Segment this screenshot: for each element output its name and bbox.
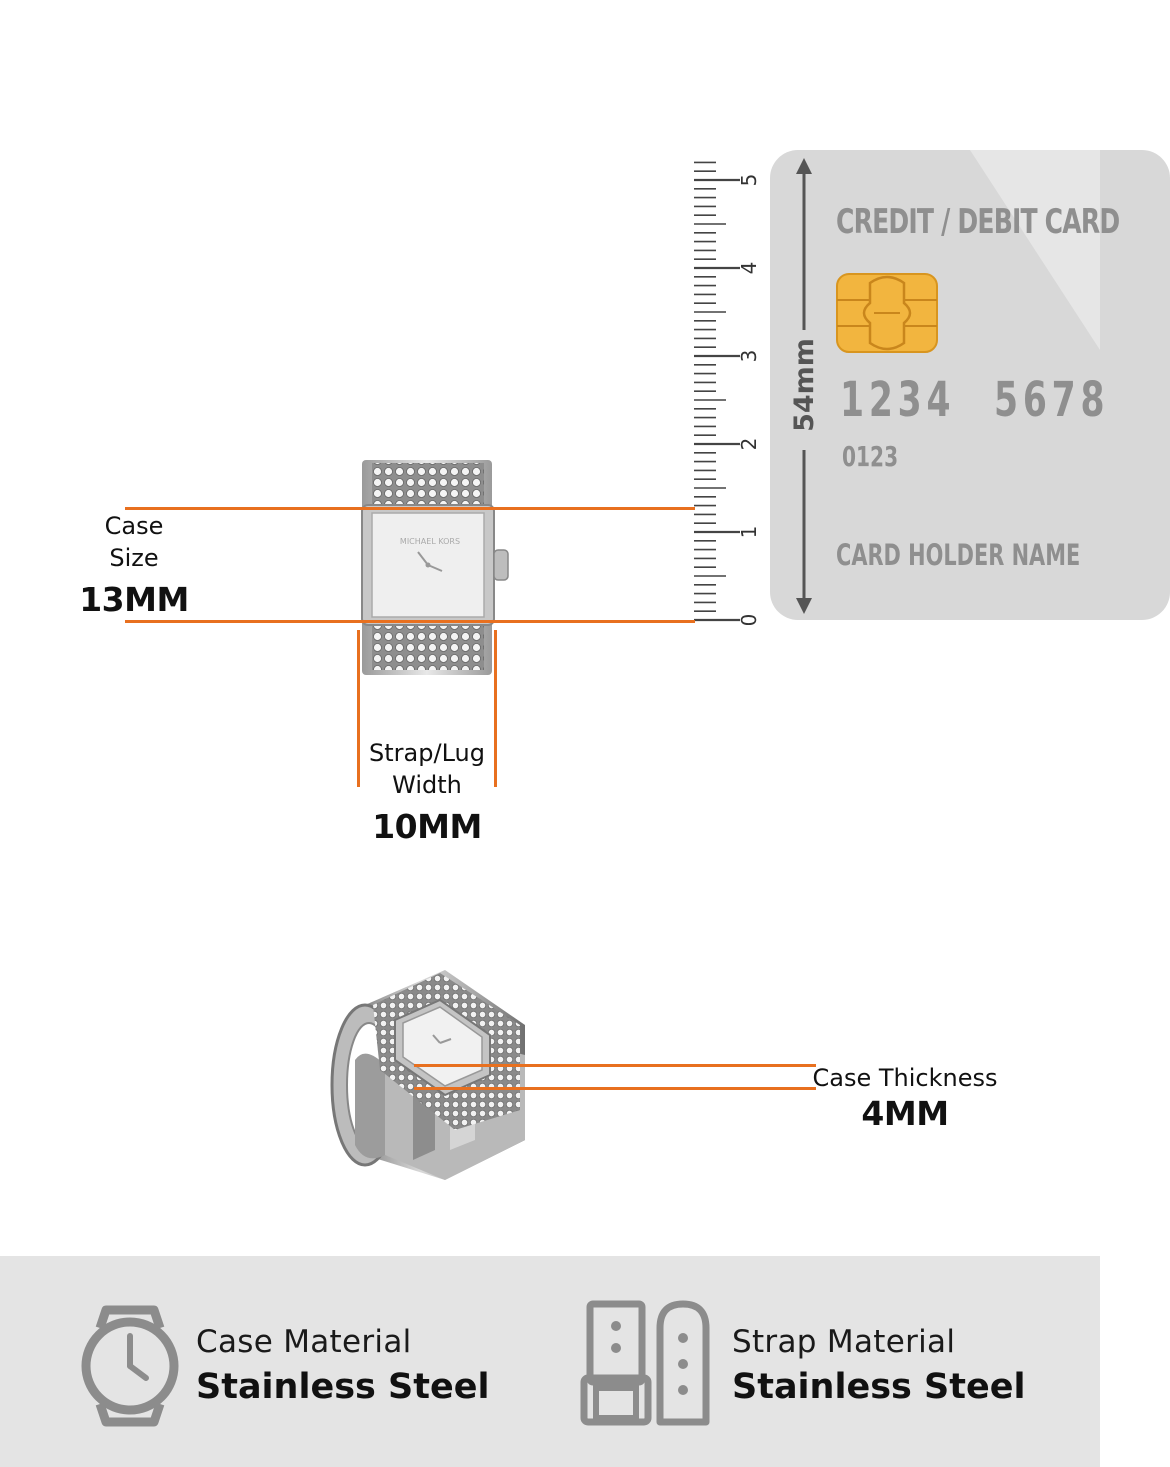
- ruler-tick-label-3: 3: [737, 349, 761, 363]
- credit-card-illustration: 54mm CREDIT / DEBIT CARD 1234 5678 0123 …: [770, 150, 1170, 620]
- thickness-top-line: [414, 1064, 816, 1067]
- chip-icon: [836, 273, 938, 353]
- product-dimensions-page: 0 1 2 3 4 5 54mm CREDIT / DEBIT CARD 123…: [0, 145, 1170, 1467]
- card-title: CREDIT / DEBIT CARD: [836, 202, 1120, 242]
- ruler-tick-label-1: 1: [737, 525, 761, 539]
- ruler: 0 1 2 3 4 5: [690, 145, 770, 630]
- materials-footer: Case Material Stainless Steel Strap Mate…: [0, 1256, 1100, 1467]
- lug-width-label-line2: Width: [392, 771, 462, 799]
- ruler-tick-label-2: 2: [737, 437, 761, 451]
- lug-width-right-line: [494, 630, 497, 787]
- strap-material-label: Strap Material: [732, 1324, 956, 1360]
- strap-icon: [580, 1300, 710, 1426]
- strap-material-value: Stainless Steel: [732, 1367, 1026, 1407]
- lug-width-value: 10MM: [372, 807, 482, 846]
- case-material-value: Stainless Steel: [196, 1367, 490, 1407]
- case-size-label-line1: Case: [104, 512, 164, 540]
- lug-width-label-line1: Strap/Lug: [369, 739, 485, 767]
- case-size-bottom-line: [125, 620, 695, 623]
- ruler-tick-label-0: 0: [737, 613, 761, 627]
- card-holder-name: CARD HOLDER NAME: [836, 538, 1081, 572]
- case-size-value: 13MM: [79, 580, 189, 619]
- ruler-scale: [694, 161, 740, 622]
- lug-width-left-line: [357, 630, 360, 787]
- card-sheen: [970, 150, 1100, 350]
- card-small-number: 0123: [842, 440, 899, 473]
- thickness-label: Case Thickness: [812, 1064, 998, 1092]
- thickness-value: 4MM: [861, 1094, 949, 1133]
- watch-icon: [81, 1305, 179, 1427]
- case-size-label-line2: Size: [109, 544, 159, 572]
- watch-side-view: [325, 965, 540, 1185]
- card-height-label: 54mm: [789, 338, 820, 432]
- card-number-group-2: 5678: [994, 372, 1110, 428]
- thickness-bottom-line: [414, 1087, 816, 1090]
- case-material-label: Case Material: [196, 1324, 412, 1360]
- watch-side-image: [330, 970, 525, 1180]
- height-arrow: [796, 158, 812, 614]
- ruler-tick-label-5: 5: [737, 173, 761, 187]
- case-size-top-line: [125, 507, 695, 510]
- card-number-group-1: 1234: [840, 372, 956, 428]
- ruler-tick-label-4: 4: [737, 261, 761, 275]
- dial-brand-text: MICHAEL KORS: [399, 537, 461, 546]
